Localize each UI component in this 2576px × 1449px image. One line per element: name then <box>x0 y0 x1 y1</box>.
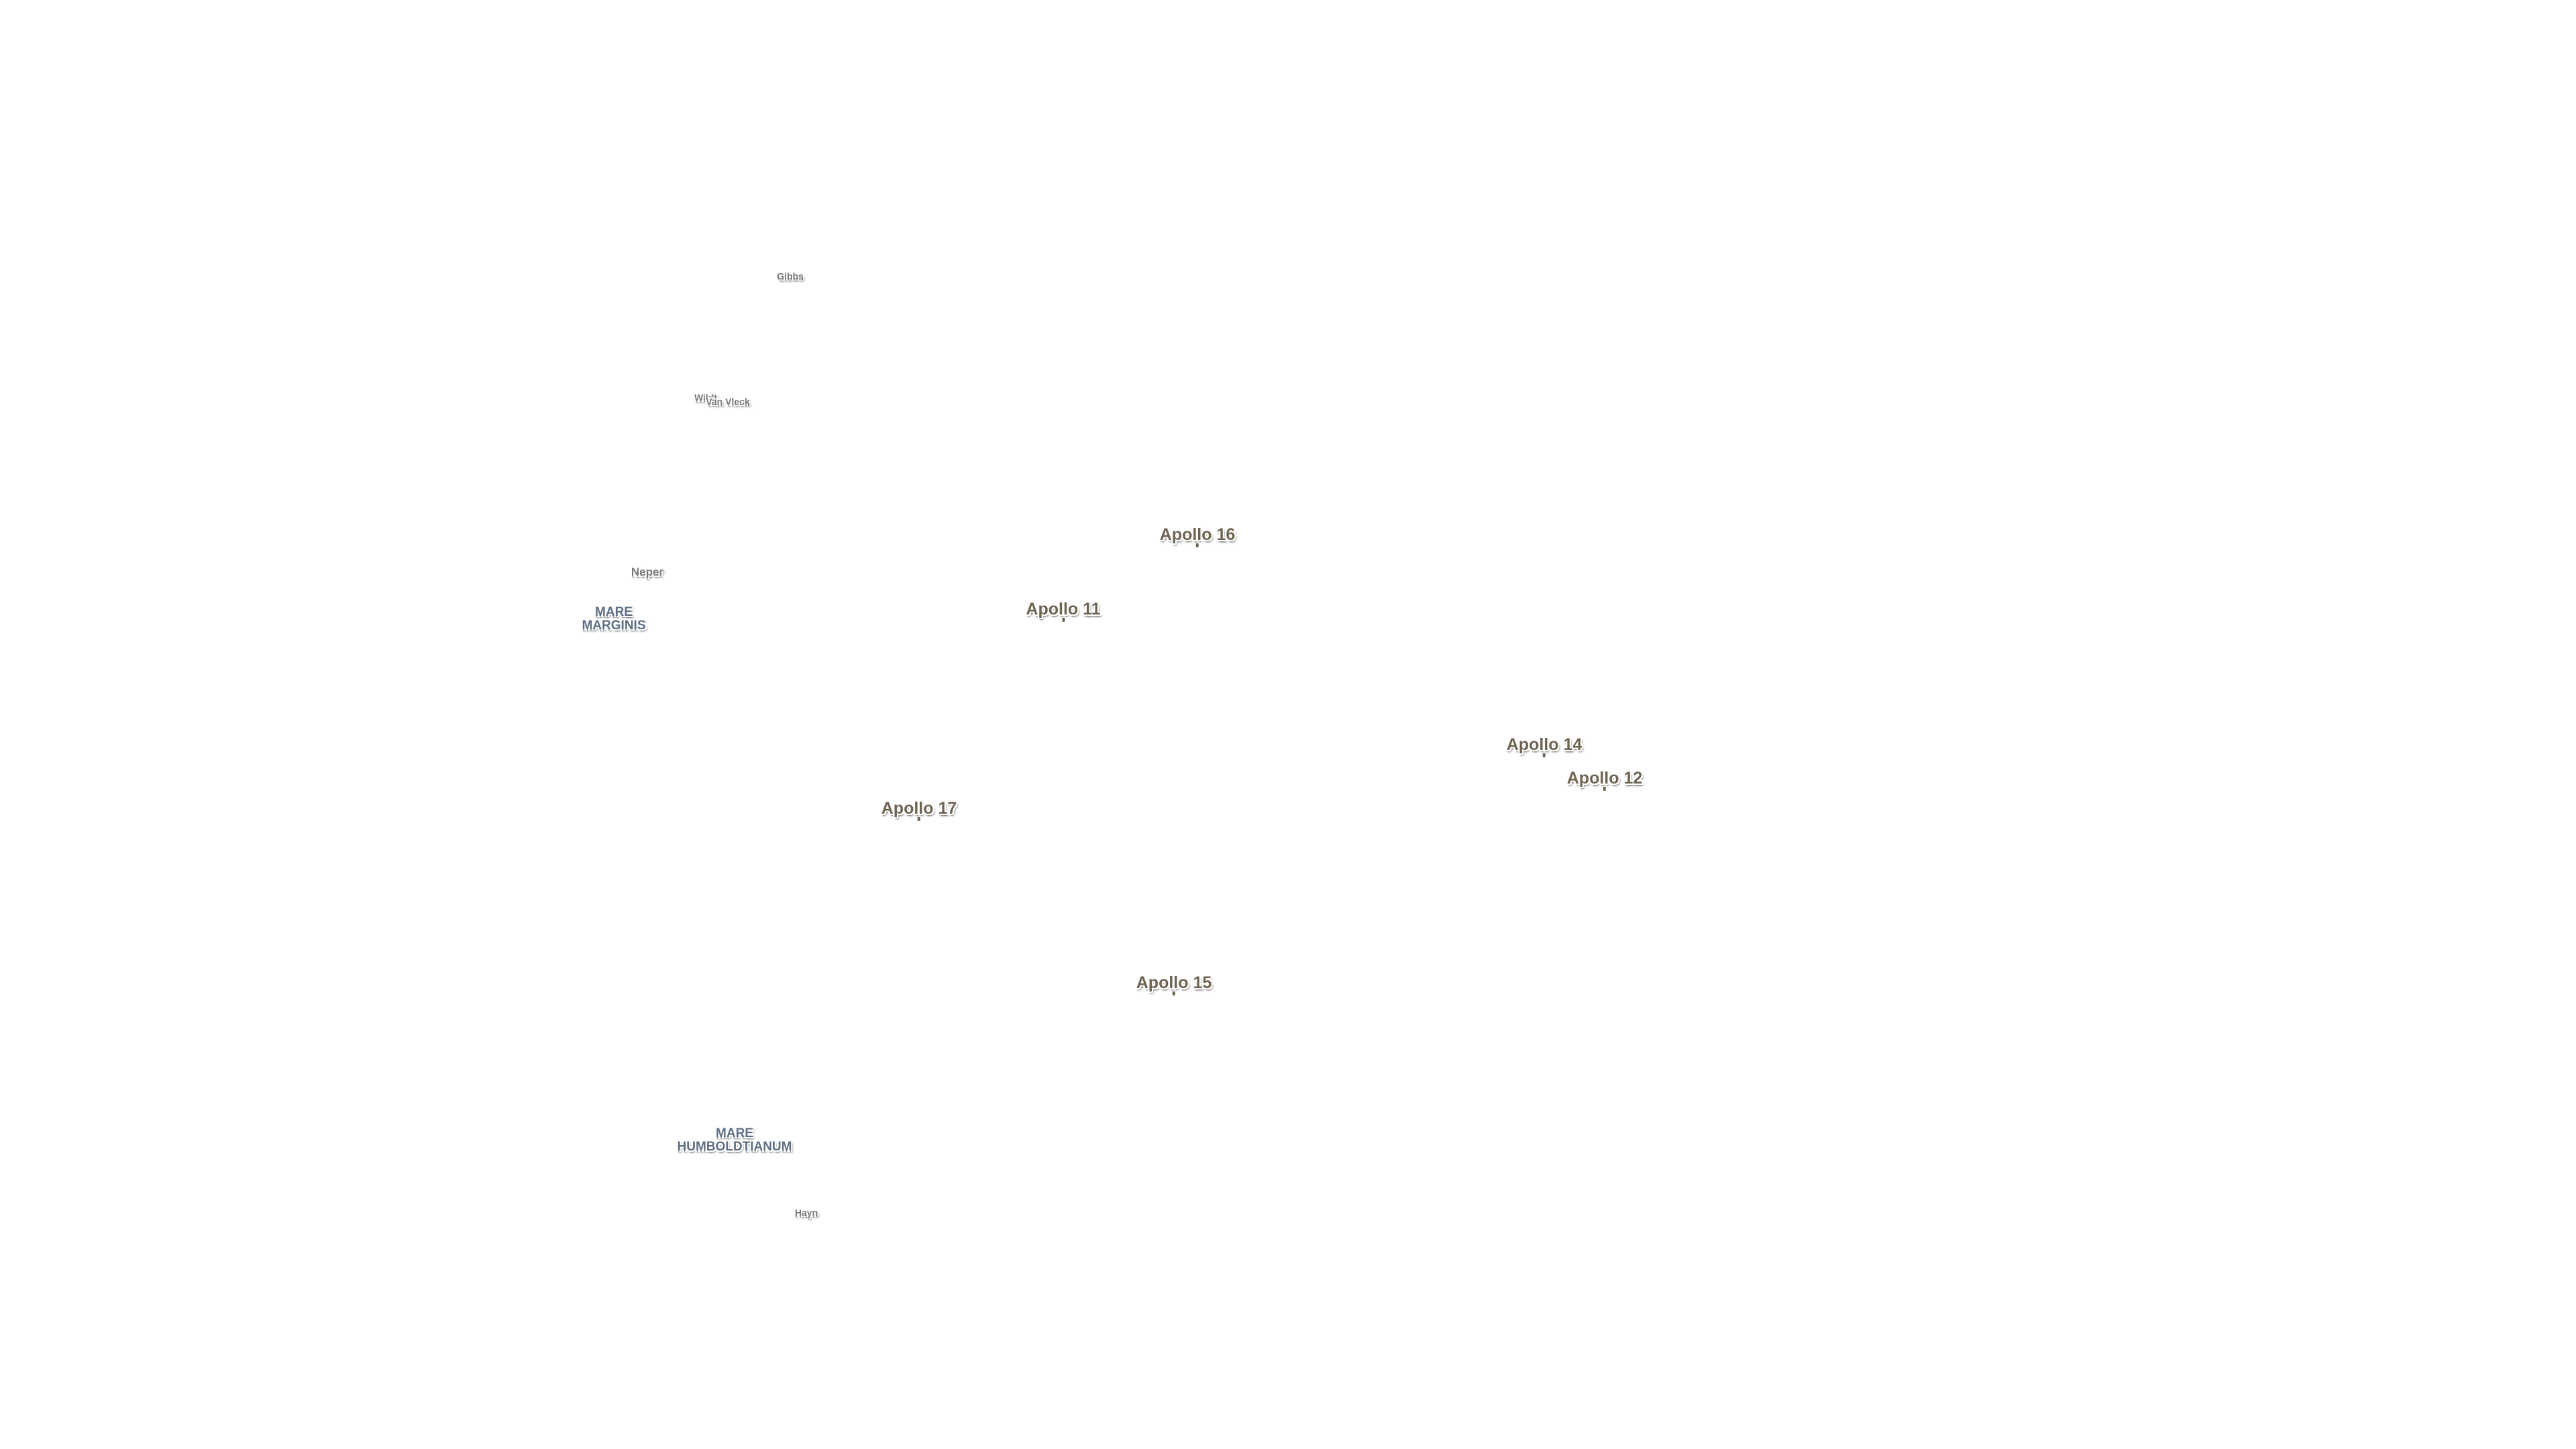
mare-marginis-label: MARE MARGINIS <box>582 606 646 633</box>
crater-label-gibbs: Gibbs <box>777 270 804 282</box>
landing-site-marker <box>1172 991 1175 996</box>
landing-site-apollo-12[interactable]: Apollo 12 <box>1566 768 1643 792</box>
crater-label-van-vleck: Van Vleck <box>706 396 750 407</box>
crater-label-neper: Neper <box>631 566 664 579</box>
landing-site-apollo-11[interactable]: Apollo 11 <box>1026 599 1101 623</box>
landing-site-marker <box>1542 753 1546 758</box>
crater-label-hayn: Hayn <box>794 1207 818 1218</box>
mare-label-line: MARGINIS <box>582 619 646 633</box>
landing-site-apollo-16[interactable]: Apollo 16 <box>1159 525 1236 548</box>
landing-site-marker <box>1603 787 1606 792</box>
mare-label-line: MARE <box>595 605 633 620</box>
landing-site-label: Apollo 15 <box>1136 973 1212 992</box>
landing-site-marker <box>1061 618 1065 623</box>
mare-label-line: HUMBOLDTIANUM <box>677 1140 792 1154</box>
landing-site-marker <box>917 817 920 822</box>
landing-site-apollo-17[interactable]: Apollo 17 <box>881 798 957 822</box>
mare-humboldtianum-label: MARE HUMBOLDTIANUM <box>678 1127 792 1154</box>
landing-site-label: Apollo 14 <box>1506 735 1582 754</box>
mare-label-line: MARE <box>716 1126 753 1141</box>
landing-site-apollo-15[interactable]: Apollo 15 <box>1136 973 1212 996</box>
landing-site-marker <box>1195 543 1199 548</box>
landing-site-label: Apollo 16 <box>1159 525 1236 544</box>
landing-site-label: Apollo 17 <box>881 798 957 818</box>
landing-site-label: Apollo 12 <box>1566 768 1643 788</box>
landing-site-label: Apollo 11 <box>1026 599 1101 619</box>
landing-site-apollo-14[interactable]: Apollo 14 <box>1506 735 1582 758</box>
crater-label-wildt: Wildt <box>694 392 718 403</box>
